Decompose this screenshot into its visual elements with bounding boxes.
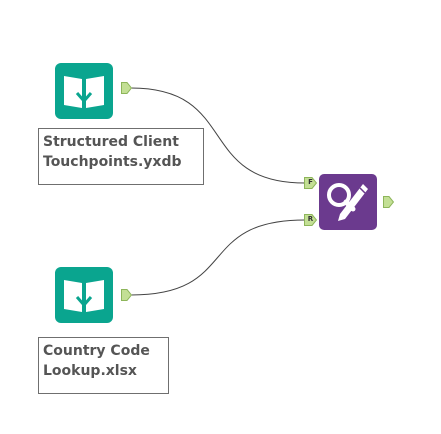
input-data-book-icon bbox=[55, 63, 113, 119]
find-replace-input-anchor-f[interactable]: F bbox=[304, 177, 317, 189]
annotation-line: Lookup.xlsx bbox=[43, 363, 137, 379]
input1-output-anchor[interactable] bbox=[121, 82, 132, 94]
wire-input2-to-r[interactable] bbox=[130, 219, 306, 296]
input2-annotation: Country Code Lookup.xlsx bbox=[38, 337, 169, 394]
annotation-line: Structured Client bbox=[43, 134, 179, 150]
input2-output-anchor[interactable] bbox=[121, 289, 132, 301]
anchor-label-r: R bbox=[307, 215, 314, 223]
find-replace-output-anchor[interactable] bbox=[383, 196, 394, 208]
input-data-book-icon bbox=[55, 267, 113, 323]
anchor-label-f: F bbox=[308, 178, 313, 186]
input1-annotation: Structured Client Touchpoints.yxdb bbox=[38, 128, 204, 185]
find-replace-tool[interactable] bbox=[319, 174, 377, 230]
annotation-line: Touchpoints.yxdb bbox=[43, 154, 182, 170]
input-data-tool-1[interactable] bbox=[55, 63, 113, 119]
find-replace-input-anchor-r[interactable]: R bbox=[304, 214, 317, 226]
input-data-tool-2[interactable] bbox=[55, 267, 113, 323]
find-replace-tool-icon bbox=[319, 174, 377, 230]
annotation-line: Country Code bbox=[43, 343, 150, 359]
